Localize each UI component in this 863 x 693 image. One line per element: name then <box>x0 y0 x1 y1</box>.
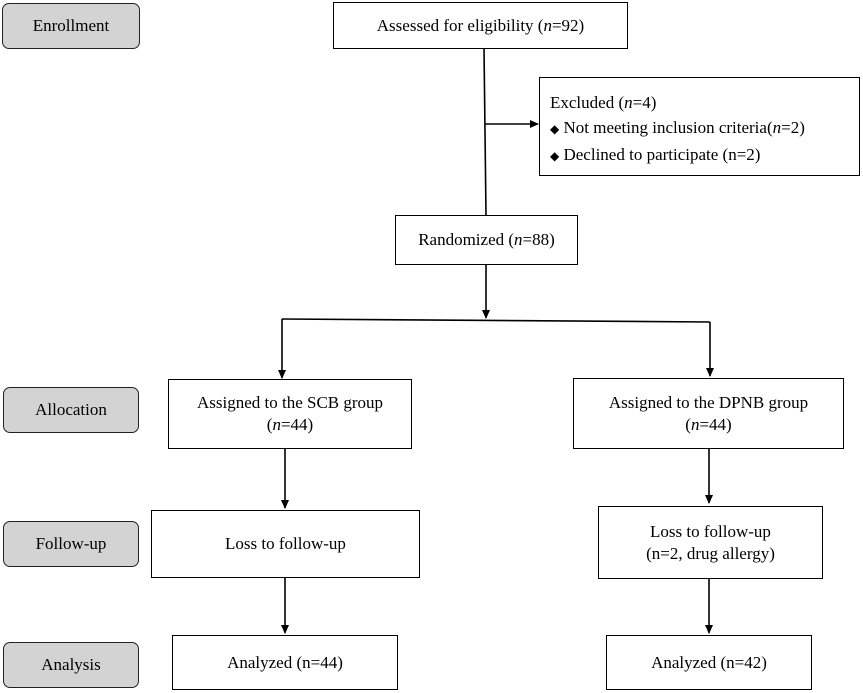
scb-followup-box: Loss to follow-up <box>151 510 420 578</box>
dpnb-analysis-box: Analyzed (n=42) <box>606 635 812 690</box>
stage-analysis-label: Analysis <box>41 655 101 674</box>
scb-assigned-line1: Assigned to the SCB group <box>196 393 384 412</box>
split-line <box>281 318 711 323</box>
stage-followup: Follow-up <box>3 521 139 567</box>
assessed-box: Assessed for eligibility (n=92) <box>333 2 628 49</box>
scb-followup-text: Loss to follow-up <box>225 534 346 553</box>
dpnb-followup-line2: (n=2, drug allergy) <box>646 543 775 563</box>
dpnb-followup-box: Loss to follow-up (n=2, drug allergy) <box>598 506 823 579</box>
scb-assigned-box: Assigned to the SCB group (n=44) <box>168 379 412 449</box>
stage-enrollment: Enrollment <box>2 3 140 49</box>
dpnb-followup-line1: Loss to follow-up <box>650 521 771 541</box>
scb-assigned-line2: (n=44) <box>266 415 314 434</box>
assessed-text: Assessed for eligibility (n=92) <box>376 15 585 35</box>
excluded-item-declined: ◆ Declined to participate (n=2) <box>550 145 761 164</box>
scb-analysis-text: Analyzed (n=44) <box>227 652 343 672</box>
excluded-box: Excluded (n=4) ◆ Not meeting inclusion c… <box>539 77 860 176</box>
line-assessed-to-randomized <box>483 47 487 216</box>
dpnb-assigned-line1: Assigned to the DPNB group <box>608 392 809 412</box>
stage-allocation: Allocation <box>3 387 139 433</box>
dpnb-analysis-text: Analyzed (n=42) <box>651 652 767 672</box>
excluded-title: Excluded (n=4) <box>550 93 657 112</box>
stage-followup-label: Follow-up <box>35 534 107 553</box>
stage-analysis: Analysis <box>3 642 139 688</box>
randomized-box: Randomized (n=88) <box>395 215 578 265</box>
diamond-bullet-icon: ◆ <box>550 149 560 163</box>
excluded-item-inclusion: ◆ Not meeting inclusion criteria(n=2) <box>550 118 805 137</box>
stage-enrollment-label: Enrollment <box>32 16 110 35</box>
randomized-text: Randomized (n=88) <box>418 230 555 249</box>
dpnb-assigned-box: Assigned to the DPNB group (n=44) <box>573 378 844 449</box>
stage-allocation-label: Allocation <box>35 400 107 419</box>
scb-analysis-box: Analyzed (n=44) <box>172 635 398 690</box>
diamond-bullet-icon: ◆ <box>550 122 560 136</box>
dpnb-assigned-line2: (n=44) <box>685 414 732 434</box>
